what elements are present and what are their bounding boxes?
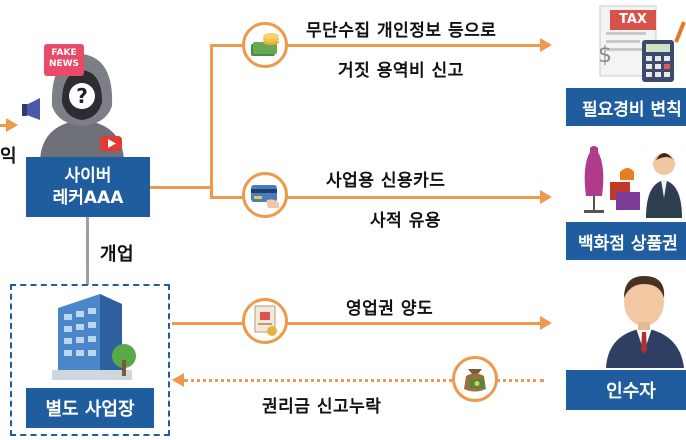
expense-text-line2: 거짓 용역비 신고 — [338, 61, 464, 81]
branch-dashed-frame — [10, 284, 170, 436]
credit-card-icon — [242, 172, 288, 218]
coins-icon — [242, 22, 288, 68]
premium-flow-arrowhead — [172, 373, 184, 387]
branch-label-box: 별도 사업장 — [26, 388, 154, 428]
money-bag-icon — [452, 356, 498, 402]
card-text-line1: 사업용 신용카드 — [326, 171, 446, 191]
department-target-label: 백화점 상품권 — [578, 233, 678, 254]
premium-flow-line — [184, 379, 544, 382]
expense-flow-arrowhead — [540, 38, 552, 52]
branch-label: 별도 사업장 — [45, 399, 135, 420]
expense-flow-line — [210, 44, 540, 47]
shopping-illustration — [576, 142, 686, 218]
hacker-name-line1: 사이버 — [64, 166, 112, 186]
expense-target-label: 필요경비 변칙 — [582, 99, 682, 120]
svg-text:?: ? — [76, 84, 88, 108]
hacker-name-box: 사이버 레커AAA — [26, 157, 150, 217]
acquirer-target-box: 인수자 — [566, 370, 686, 410]
hacker-name-line2: 레커AAA — [52, 188, 124, 208]
trunk-vertical — [210, 44, 213, 198]
tax-banner: TAX — [610, 10, 656, 30]
card-flow-arrowhead — [540, 190, 552, 204]
fake-news-sign: FAKE NEWS — [44, 44, 84, 76]
building-illustration — [38, 290, 138, 386]
transfer-text: 영업권 양도 — [346, 299, 434, 319]
open-label: 개업 — [100, 244, 135, 265]
left-incoming-line — [0, 124, 10, 127]
card-flow-line — [210, 196, 540, 199]
left-partial-label: 익 — [0, 146, 18, 167]
svg-text:$: $ — [598, 43, 612, 68]
expense-target-box: 필요경비 변칙 — [566, 88, 686, 126]
acquirer-illustration — [604, 272, 686, 368]
department-target-box: 백화점 상품권 — [566, 222, 686, 260]
document-icon — [242, 298, 288, 344]
left-incoming-arrowhead — [6, 118, 18, 132]
expense-text-line1: 무단수집 개인정보 등으로 — [306, 21, 497, 41]
transfer-flow-arrowhead — [540, 316, 552, 330]
premium-text: 권리금 신고누락 — [262, 397, 382, 417]
card-text-line2: 사적 유용 — [370, 211, 441, 231]
trunk-line — [150, 186, 212, 189]
acquirer-target-label: 인수자 — [606, 381, 656, 402]
open-connector-line — [86, 217, 89, 285]
transfer-flow-line — [172, 322, 542, 325]
